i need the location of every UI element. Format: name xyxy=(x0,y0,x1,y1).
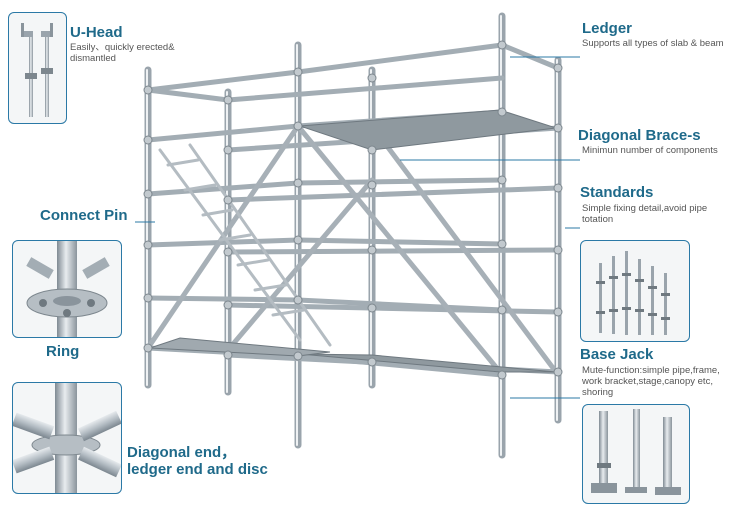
base-jack-desc-1: Mute-function:simple pipe,frame, xyxy=(582,365,720,376)
ledger-title: Ledger xyxy=(582,20,633,37)
u-head-desc-2: dismantled xyxy=(70,53,116,64)
base-jack-icon xyxy=(591,409,681,495)
base-jack-image xyxy=(582,404,690,504)
diagonal-brace-title: Diagonal Brace-s xyxy=(578,127,701,144)
diagonal-brace-desc: Minimun number of components xyxy=(582,145,718,156)
standards-desc-2: totation xyxy=(582,214,614,225)
standards-image xyxy=(580,240,690,342)
diagonal-end-icon xyxy=(13,383,121,493)
left-lower-deck xyxy=(149,337,331,357)
u-head-title: U-Head xyxy=(70,24,123,41)
diagonal-end-title-2: ledger end and disc xyxy=(127,461,268,478)
base-jack-desc-3: shoring xyxy=(582,387,614,398)
base-jack-title: Base Jack xyxy=(580,346,654,363)
scaffold-frame xyxy=(143,12,563,459)
standards-desc-1: Simple fixing detail,avoid pipe xyxy=(582,203,708,214)
connect-pin-title: Connect Pin xyxy=(40,207,128,224)
ring-title: Ring xyxy=(46,343,80,360)
u-head-image xyxy=(8,12,67,124)
ledger-desc: Supports all types of slab & beam xyxy=(582,38,724,49)
stair xyxy=(158,143,332,347)
base-jack-desc-2: work bracket,stage,canopy etc, xyxy=(582,376,713,387)
standards-title: Standards xyxy=(580,184,654,201)
u-head-desc-1: Easily、quickly erected& xyxy=(70,42,175,53)
diagonal-end-title-1: Diagonal end， xyxy=(127,444,237,461)
u-head-icon xyxy=(21,23,53,117)
diagonal-end-image xyxy=(12,382,122,494)
standards-pipes-icon xyxy=(596,251,670,335)
ring-image xyxy=(12,240,122,338)
ring-disc-icon xyxy=(26,241,110,337)
